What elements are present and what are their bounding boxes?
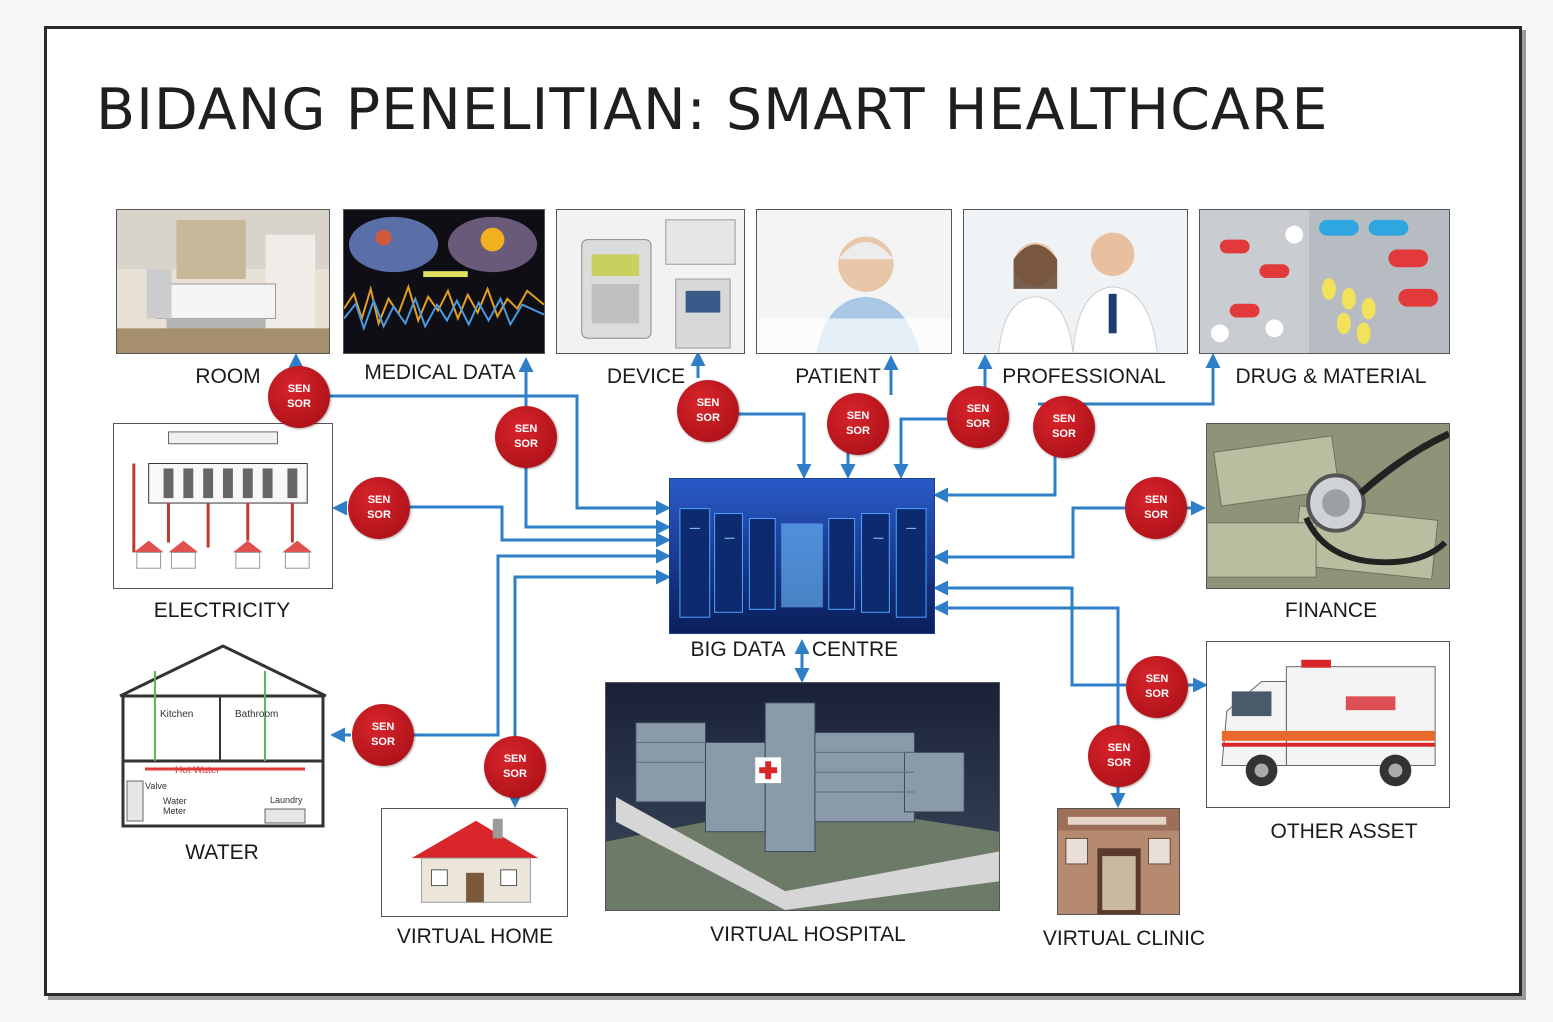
svg-text:Valve: Valve	[145, 781, 167, 791]
sensor-line1: SEN	[846, 410, 870, 422]
sensor-line1: SEN	[696, 397, 720, 409]
water-image: Kitchen Bathroom Hot Water Valve Water M…	[115, 641, 331, 829]
electricity-label: ELECTRICITY	[153, 599, 291, 622]
room-image	[116, 209, 330, 354]
sensor-line2: SOR	[696, 412, 720, 424]
svg-text:Water: Water	[163, 796, 187, 806]
sensor-line1: SEN	[287, 383, 311, 395]
sensor-virtual-home: SEN SOR	[484, 736, 546, 798]
sensor-line1: SEN	[514, 423, 538, 435]
sensor-line1: SEN	[371, 721, 395, 733]
sensor-device: SEN SOR	[677, 380, 739, 442]
sensor-line1: SEN	[1144, 494, 1168, 506]
drug-material-image	[1199, 209, 1450, 354]
room-label: ROOM	[195, 365, 261, 388]
svg-text:Kitchen: Kitchen	[160, 709, 193, 720]
sensor-line2: SOR	[966, 418, 990, 430]
sensor-line1: SEN	[1107, 742, 1131, 754]
virtual-home-image	[381, 808, 568, 917]
medical-data-image	[343, 209, 545, 354]
sensor-line2: SOR	[503, 768, 527, 780]
virtual-clinic-label: VIRTUAL CLINIC	[1042, 927, 1206, 950]
sensor-drug-material: SEN SOR	[1033, 396, 1095, 458]
sensor-line2: SOR	[371, 736, 395, 748]
sensor-line2: SOR	[367, 509, 391, 521]
svg-text:Bathroom: Bathroom	[235, 709, 278, 720]
sensor-room: SEN SOR	[268, 366, 330, 428]
big-data-centre-image	[669, 478, 935, 634]
sensor-line2: SOR	[846, 425, 870, 437]
sensor-finance: SEN SOR	[1125, 477, 1187, 539]
virtual-hospital-label: VIRTUAL HOSPITAL	[710, 923, 906, 946]
virtual-hospital-image	[605, 682, 1000, 911]
sensor-line2: SOR	[1145, 688, 1169, 700]
centre-label: CENTRE	[811, 638, 899, 661]
virtual-home-label: VIRTUAL HOME	[396, 925, 554, 948]
electricity-image	[113, 423, 333, 589]
sensor-line1: SEN	[966, 403, 990, 415]
professional-image	[963, 209, 1188, 354]
sensor-line2: SOR	[1107, 757, 1131, 769]
sensor-virtual-clinic: SEN SOR	[1088, 725, 1150, 787]
svg-text:Meter: Meter	[163, 806, 186, 816]
sensor-line1: SEN	[1052, 413, 1076, 425]
page-title: BIDANG PENELITIAN: SMART HEALTHCARE	[96, 77, 1329, 143]
professional-label: PROFESSIONAL	[1002, 365, 1166, 388]
other-asset-image	[1206, 641, 1450, 808]
other-asset-label: OTHER ASSET	[1270, 820, 1418, 843]
patient-image	[756, 209, 952, 354]
sensor-other-asset: SEN SOR	[1126, 656, 1188, 718]
sensor-medical-data: SEN SOR	[495, 406, 557, 468]
sensor-professional: SEN SOR	[947, 386, 1009, 448]
medical-data-label: MEDICAL DATA	[364, 361, 516, 384]
svg-text:Laundry: Laundry	[270, 795, 303, 805]
sensor-line2: SOR	[1144, 509, 1168, 521]
big-data-label: BIG DATA	[690, 638, 786, 661]
sensor-line1: SEN	[367, 494, 391, 506]
sensor-patient: SEN SOR	[827, 393, 889, 455]
sensor-electricity: SEN SOR	[348, 477, 410, 539]
sensor-water: SEN SOR	[352, 704, 414, 766]
sensor-line2: SOR	[514, 438, 538, 450]
svg-text:Hot Water: Hot Water	[175, 765, 220, 776]
device-image	[556, 209, 745, 354]
finance-image	[1206, 423, 1450, 589]
sensor-line1: SEN	[1145, 673, 1169, 685]
sensor-line2: SOR	[287, 398, 311, 410]
sensor-line1: SEN	[503, 753, 527, 765]
drug-material-label: DRUG & MATERIAL	[1235, 365, 1427, 388]
sensor-line2: SOR	[1052, 428, 1076, 440]
patient-label: PATIENT	[795, 365, 881, 388]
virtual-clinic-image	[1057, 808, 1180, 915]
finance-label: FINANCE	[1284, 599, 1378, 622]
device-label: DEVICE	[606, 365, 686, 388]
water-label: WATER	[185, 841, 259, 864]
